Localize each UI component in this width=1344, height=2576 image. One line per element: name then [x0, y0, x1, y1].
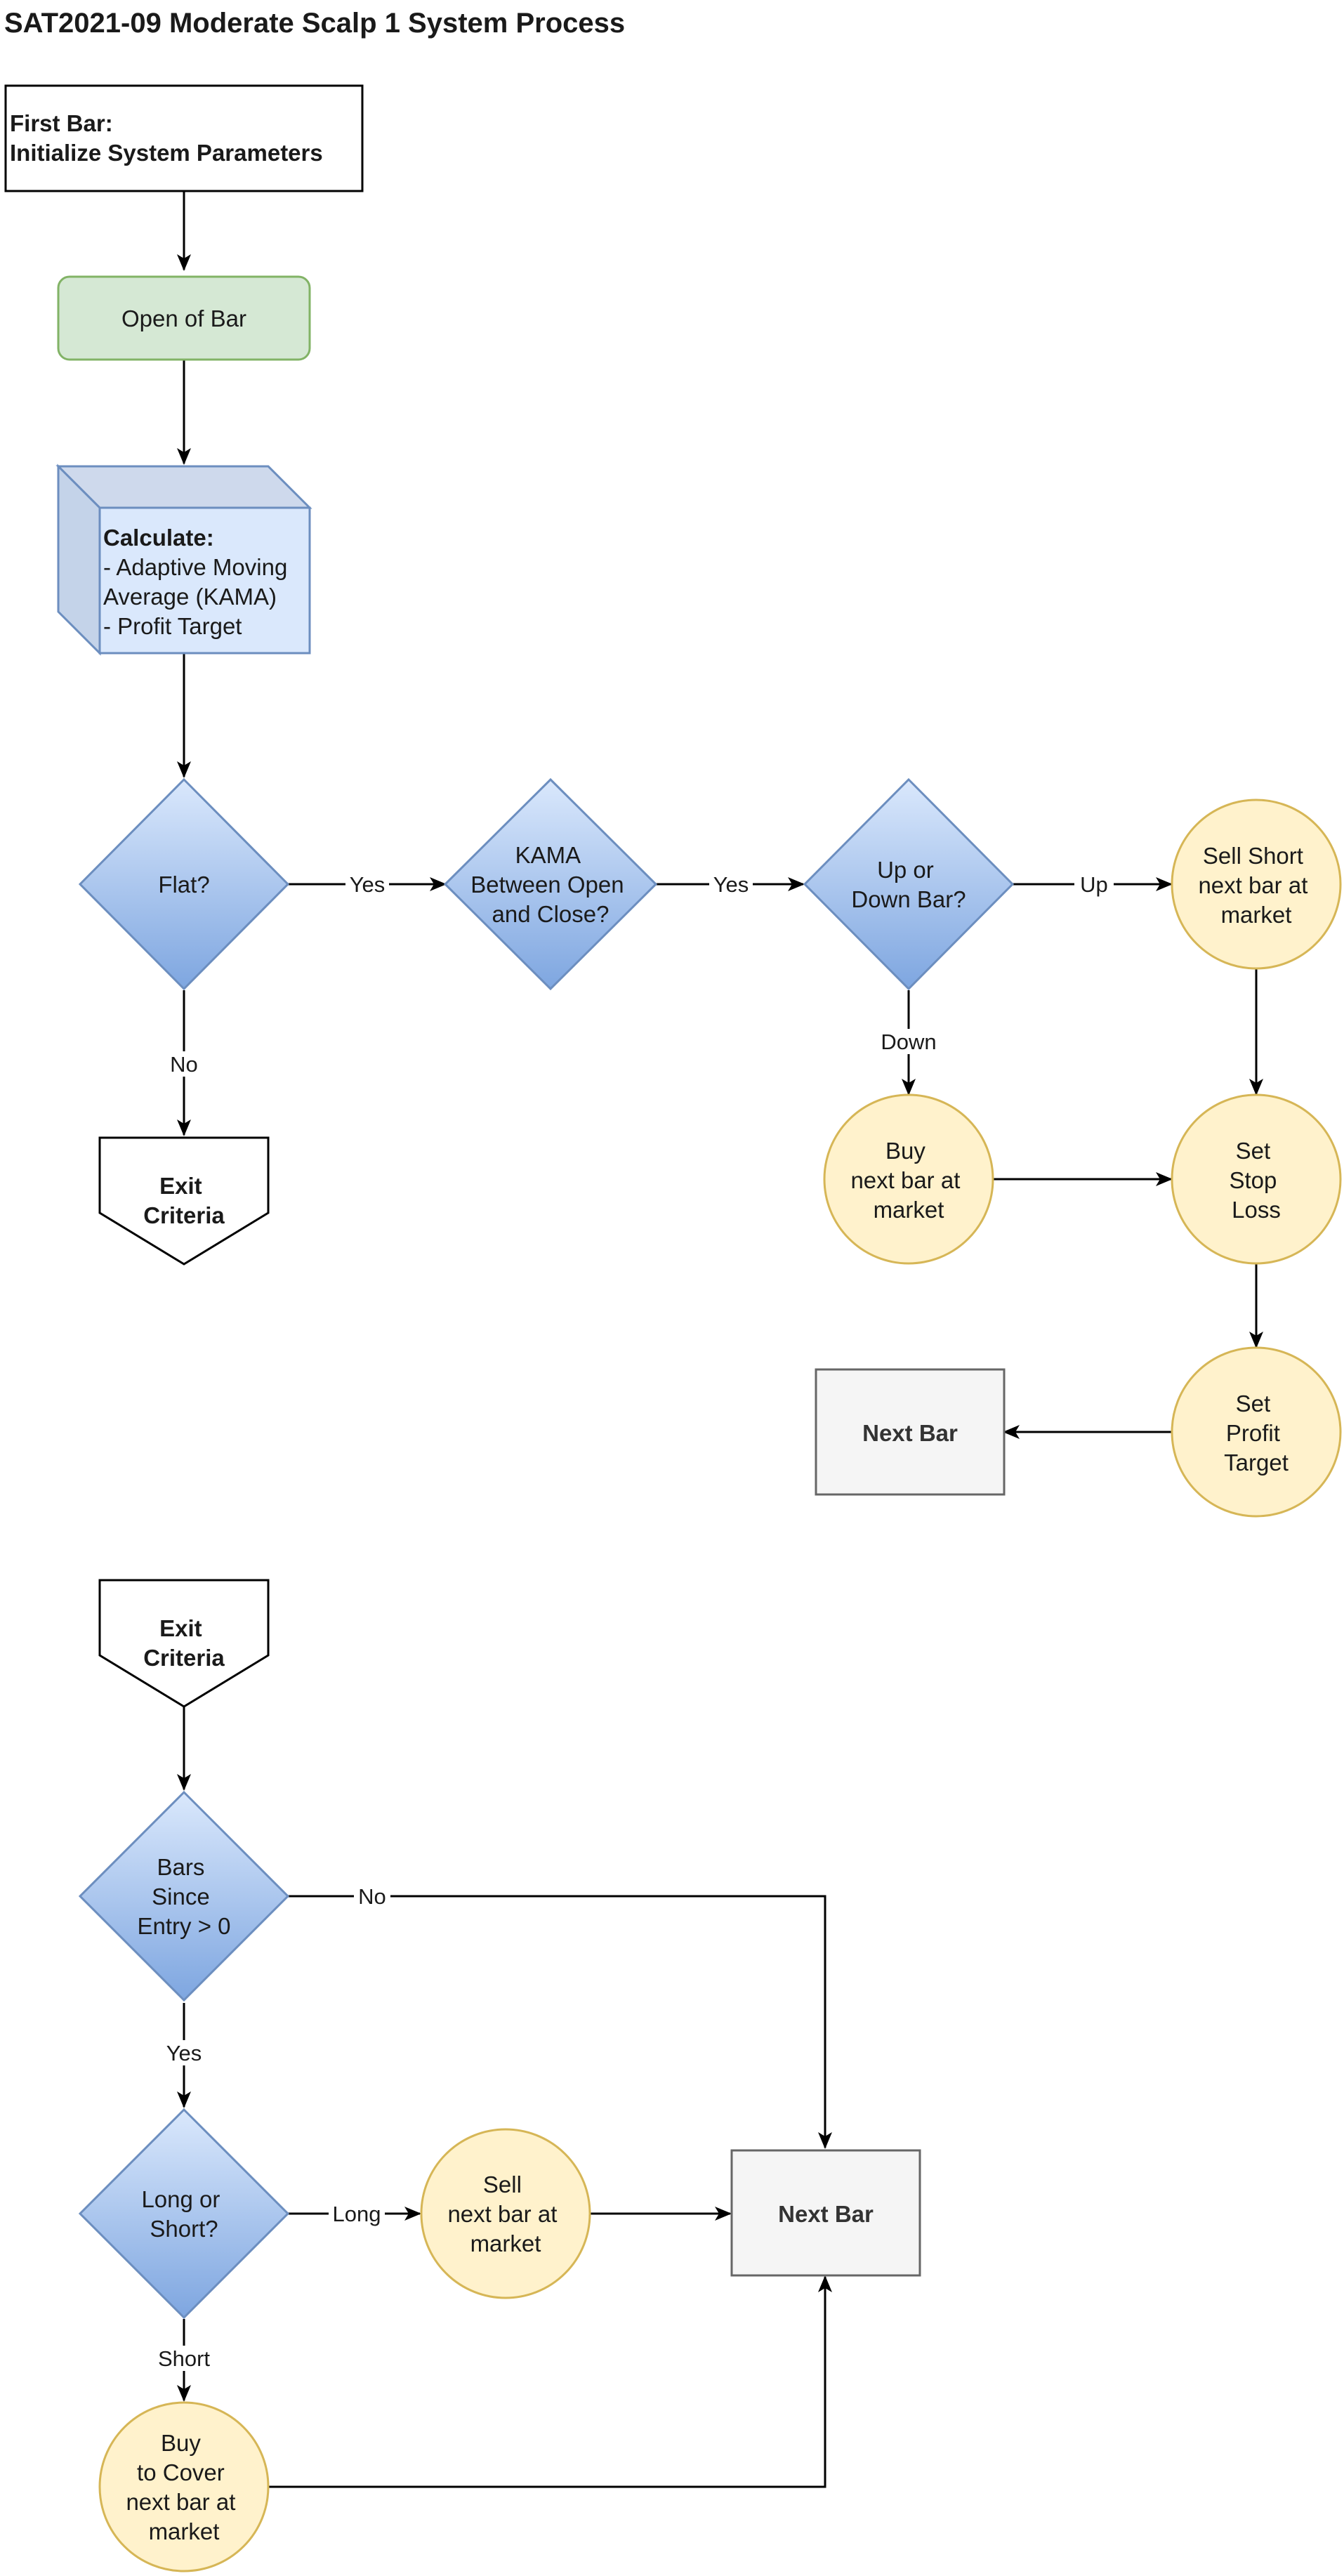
node-bars-line-1: Bars	[157, 1854, 204, 1880]
node-set-stop-loss: Set Stop Loss	[1171, 1093, 1342, 1265]
node-cover-line-2: to Cover	[137, 2459, 225, 2485]
svg-text:Set Stop Loss: Set Stop Loss	[1229, 1138, 1283, 1223]
svg-text:Set Profit Target: Set Profit Target	[1224, 1391, 1289, 1476]
node-profit-line-3: Target	[1224, 1450, 1289, 1476]
edge-label-down: Down	[881, 1030, 936, 1054]
svg-text:Calculate: - Adaptive Mo: Calculate: - Adaptive Moving Average (KA…	[103, 525, 294, 639]
svg-text:Buy to Cover next: Buy to Cover next bar at market	[126, 2430, 242, 2544]
node-exit-criteria-2: Exit Criteria	[98, 1579, 270, 1708]
edge-label-kama-yes: Yes	[713, 872, 749, 897]
svg-text:Sell next bar at m: Sell next bar at market	[447, 2171, 563, 2256]
node-profit-line-2: Profit	[1226, 1420, 1280, 1446]
node-calculate-line-2: - Adaptive Moving	[103, 554, 287, 580]
node-buy: Buy next bar at market	[823, 1093, 994, 1265]
node-exit1-line-2: Criteria	[143, 1202, 225, 1228]
node-cover-line-4: market	[149, 2518, 220, 2544]
node-sellshort-line-2: next bar at	[1198, 872, 1307, 898]
node-updown-line-2: Down Bar?	[851, 886, 966, 912]
edge-labels: Yes No Yes Up Down No Yes Long Short	[153, 872, 1114, 2371]
svg-text:Up or Down Bar?: Up or Down Bar?	[851, 857, 966, 912]
node-exit2-line-1: Exit	[159, 1615, 202, 1641]
node-stoploss-line-3: Loss	[1232, 1197, 1281, 1223]
node-first-bar: First Bar: Initialize System Parameters	[4, 84, 364, 192]
node-kama-line-2: Between Open	[470, 872, 624, 898]
svg-text:Exit Criteria: Exit Criteria	[143, 1173, 225, 1228]
node-calculate-line-1: Calculate:	[103, 525, 214, 551]
node-up-or-down: Up or Down Bar?	[803, 777, 1015, 991]
node-exit1-line-1: Exit	[159, 1173, 202, 1199]
node-bars-since-entry: Bars Since Entry > 0	[78, 1790, 290, 2002]
node-open-of-bar: Open of Bar	[57, 275, 311, 361]
node-kama-between: KAMA Between Open and Close?	[443, 777, 658, 991]
node-long-or-short: Long or Short?	[78, 2108, 290, 2320]
node-bars-line-2: Since	[152, 1884, 210, 1910]
node-sell-line-2: next bar at	[447, 2201, 557, 2227]
node-sell-short: Sell Short next bar at market	[1171, 799, 1342, 970]
svg-text:Sell Short next bar at: Sell Short next bar at market	[1198, 843, 1314, 928]
diagram-title: SAT2021-09 Moderate Scalp 1 System Proce…	[4, 8, 625, 39]
node-next-bar-2-label: Next Bar	[778, 2201, 874, 2227]
node-sellshort-line-3: market	[1221, 902, 1292, 928]
edge-label-short: Short	[158, 2346, 210, 2371]
node-open-of-bar-label: Open of Bar	[121, 305, 246, 331]
node-flat: Flat?	[78, 777, 290, 991]
node-profit-line-1: Set	[1236, 1391, 1271, 1417]
node-kama-line-1: KAMA	[515, 842, 581, 868]
node-sell-line-1: Sell	[483, 2171, 522, 2197]
node-exit-criteria-1: Exit Criteria	[98, 1136, 270, 1266]
node-longshort-line-2: Short?	[150, 2216, 218, 2242]
node-exit2-line-2: Criteria	[143, 1645, 225, 1671]
edges	[177, 191, 1263, 2488]
node-flat-label: Flat?	[158, 872, 209, 898]
edge-label-flat-no: No	[170, 1052, 198, 1077]
node-first-bar-line-2: Initialize System Parameters	[10, 140, 323, 166]
node-kama-line-3: and Close?	[492, 901, 610, 927]
edge-label-flat-yes: Yes	[350, 872, 386, 897]
node-next-bar-2: Next Bar	[730, 2149, 921, 2277]
svg-text:KAMA Between Open: KAMA Between Open and Close?	[470, 842, 631, 927]
node-calculate-line-3: Average (KAMA)	[103, 584, 277, 610]
svg-text:First Bar: Initialize Sy: First Bar: Initialize System Parameters	[10, 110, 323, 166]
node-buy-line-2: next bar at	[850, 1167, 960, 1193]
node-buy-to-cover: Buy to Cover next bar at market	[98, 2401, 270, 2572]
edge-bars-no	[288, 1895, 832, 2149]
node-next-bar-1: Next Bar	[815, 1368, 1006, 1496]
node-stoploss-line-2: Stop	[1229, 1167, 1277, 1193]
edge-label-long: Long	[333, 2202, 381, 2226]
edge-label-bars-no: No	[358, 1884, 386, 1909]
node-longshort-line-1: Long or	[141, 2186, 220, 2212]
node-cover-line-1: Buy	[161, 2430, 201, 2456]
node-buy-line-3: market	[874, 1197, 944, 1223]
node-buy-line-1: Buy	[885, 1138, 925, 1164]
node-sellshort-line-1: Sell Short	[1203, 843, 1303, 869]
node-sell-line-3: market	[470, 2230, 541, 2256]
edge-label-bars-yes: Yes	[166, 2041, 202, 2065]
edge-cover-to-nextbar	[268, 2275, 832, 2488]
edge-label-up: Up	[1080, 872, 1108, 897]
node-calculate: Calculate: - Adaptive Moving Average (KA…	[55, 464, 312, 656]
node-updown-line-1: Up or	[877, 857, 934, 883]
svg-text:Exit Criteria: Exit Criteria	[143, 1615, 225, 1671]
svg-text:Long or Short?: Long or Short?	[141, 2186, 226, 2242]
node-bars-line-3: Entry > 0	[138, 1913, 231, 1939]
node-first-bar-line-1: First Bar:	[10, 110, 113, 136]
node-next-bar-1-label: Next Bar	[862, 1420, 958, 1446]
node-set-profit-target: Set Profit Target	[1171, 1346, 1342, 1518]
svg-text:Bars Since Entry >: Bars Since Entry > 0	[138, 1854, 231, 1939]
node-calculate-line-4: - Profit Target	[103, 613, 242, 639]
node-sell: Sell next bar at market	[420, 2128, 591, 2299]
node-cover-line-3: next bar at	[126, 2489, 235, 2515]
svg-text:Buy next bar at ma: Buy next bar at market	[850, 1138, 966, 1223]
node-stoploss-line-1: Set	[1236, 1138, 1271, 1164]
